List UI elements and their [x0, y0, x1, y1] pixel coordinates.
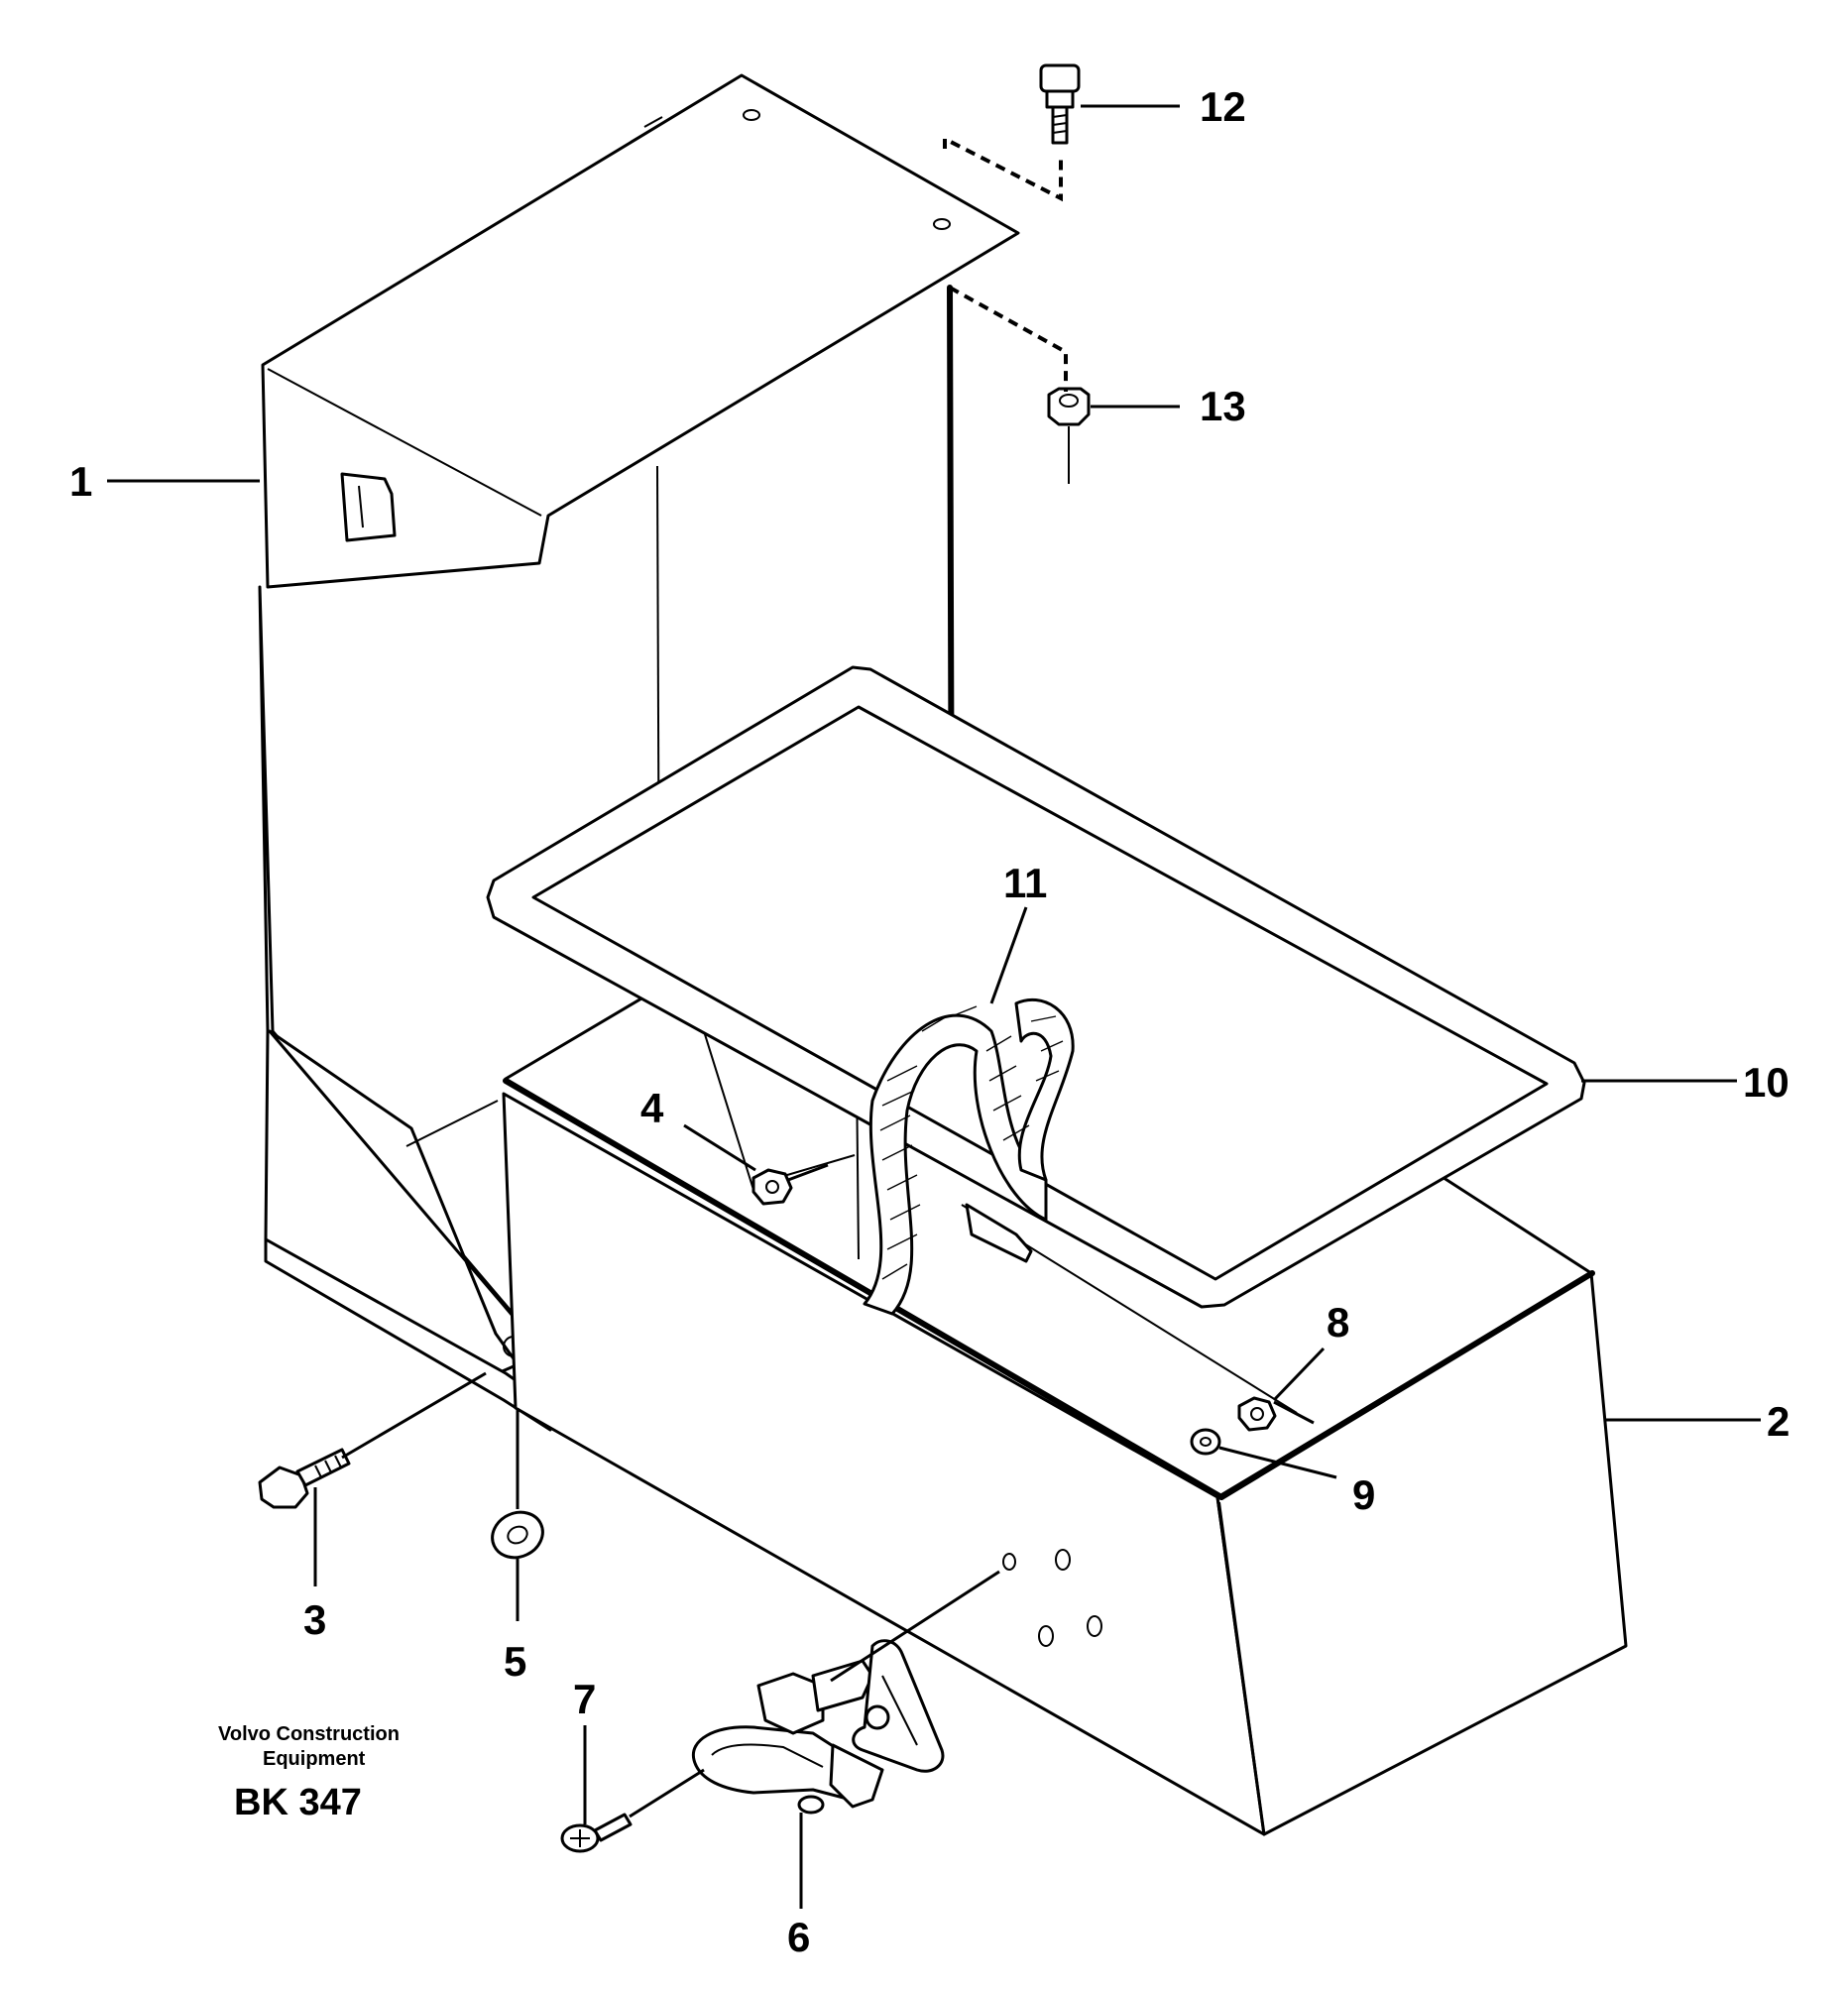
footer-label: Volvo Construction Equipment BK 347 [218, 1723, 400, 1823]
callout-9: 9 [1352, 1471, 1375, 1518]
callout-5: 5 [504, 1638, 526, 1685]
leader-4 [683, 1123, 756, 1172]
drawing-code: BK 347 [234, 1782, 362, 1823]
leader-9 [1218, 1446, 1337, 1479]
callout-6: 6 [787, 1914, 810, 1960]
part-9-washer [1190, 1428, 1221, 1456]
part-7-screw [560, 1813, 633, 1853]
callouts: 1 2 3 4 5 6 7 8 9 10 11 12 13 [69, 83, 1790, 1960]
callout-13: 13 [1200, 383, 1246, 429]
leader-6b [830, 1570, 1000, 1683]
part-3-screw [258, 1448, 351, 1509]
part-5-washer [491, 1510, 544, 1560]
callout-12: 12 [1200, 83, 1246, 130]
brand-name-line2: Equipment [263, 1748, 366, 1770]
part-4-nut [751, 1168, 793, 1206]
callout-4: 4 [640, 1085, 664, 1131]
dashed-line-13 [949, 286, 1068, 392]
brand-name-line1: Volvo Construction [218, 1723, 400, 1745]
callout-7: 7 [573, 1676, 596, 1722]
part-11-strap [863, 997, 1075, 1316]
callout-10: 10 [1743, 1059, 1790, 1106]
part-6-latch [691, 1639, 945, 1815]
leader-11 [989, 906, 1028, 1004]
leader-7b [629, 1768, 705, 1818]
callout-2: 2 [1767, 1398, 1790, 1445]
leader-3b [341, 1371, 487, 1460]
leader-lines [107, 104, 1761, 1909]
part-13-nut [1047, 387, 1091, 484]
callout-11: 11 [1003, 860, 1047, 906]
callout-8: 8 [1327, 1299, 1349, 1346]
dashed-line-12 [943, 135, 1063, 202]
leader-4b [787, 1163, 829, 1182]
leader-8b [1273, 1400, 1315, 1425]
leader-8 [1272, 1347, 1326, 1402]
part-12-bolt [1039, 63, 1081, 145]
strap-hatching [879, 1005, 1064, 1280]
part-8-nut [1237, 1396, 1277, 1432]
part-10-frame [486, 665, 1586, 1309]
callout-1: 1 [69, 458, 92, 505]
callout-3: 3 [303, 1596, 326, 1643]
